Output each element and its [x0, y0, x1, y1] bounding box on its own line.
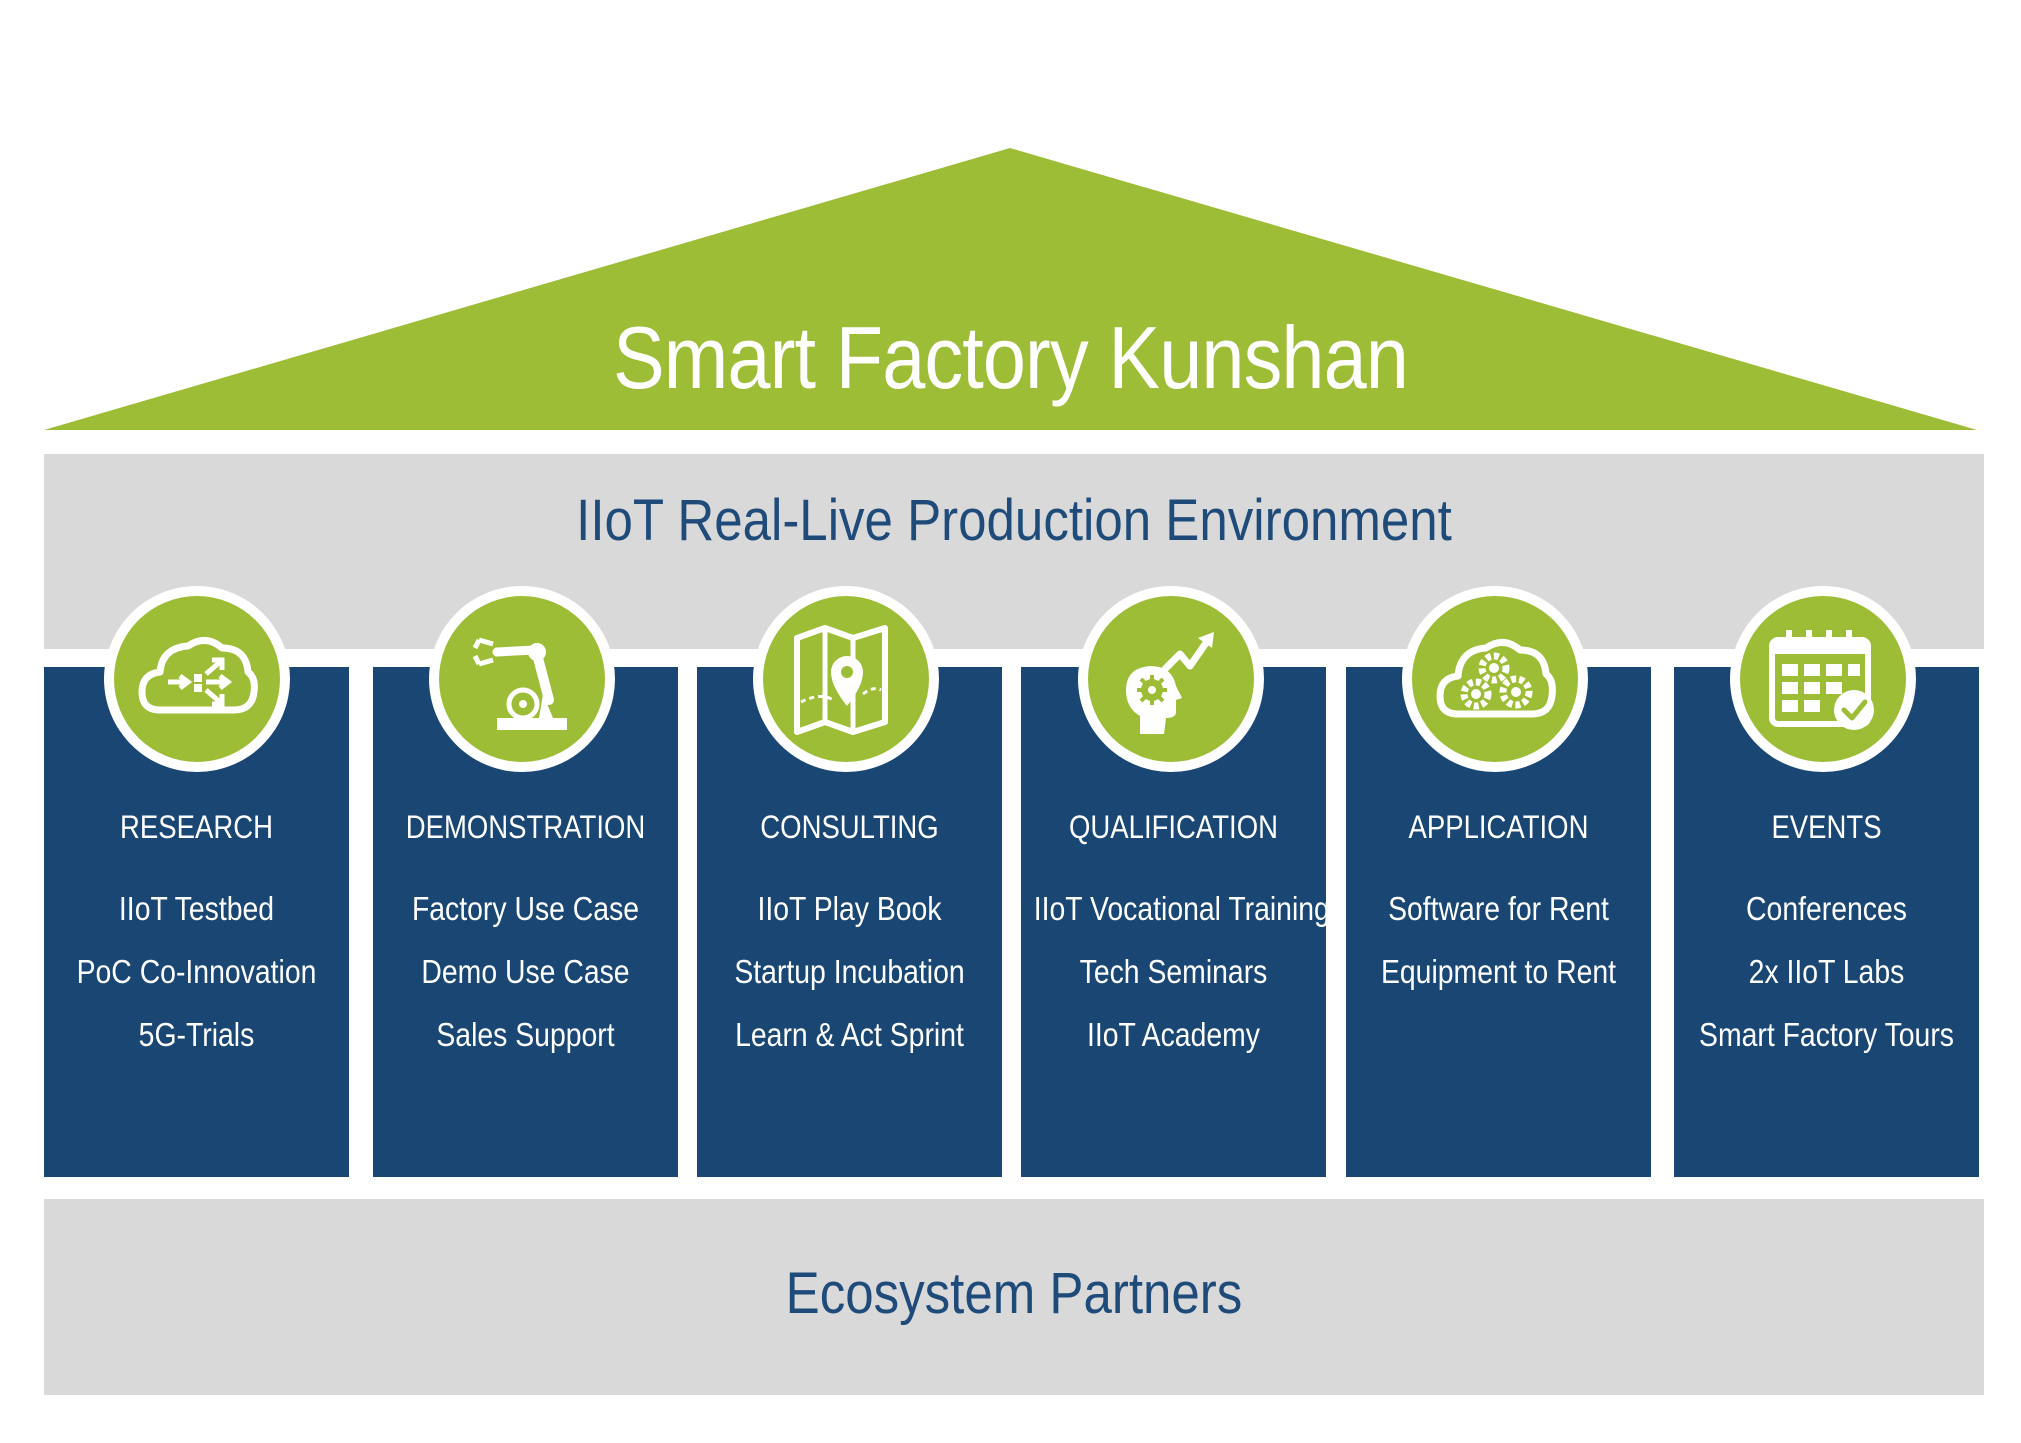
pillar-item: Demo Use Case — [421, 953, 630, 990]
robot-arm-icon — [472, 637, 567, 730]
pillar-demonstration: DEMONSTRATION Factory Use Case Demo Use … — [373, 667, 678, 1177]
cloud-arrows-icon — [138, 637, 258, 714]
pillar-title: APPLICATION — [1408, 809, 1589, 845]
pillar-title: DEMONSTRATION — [405, 809, 646, 845]
pillar-item: Software for Rent — [1388, 890, 1609, 927]
pillar-item: Tech Seminars — [1079, 953, 1268, 990]
consulting-medallion — [753, 586, 939, 772]
bottom-band-label: Ecosystem Partners — [785, 1261, 1243, 1326]
roof-triangle — [44, 148, 1977, 430]
top-band-label: IIoT Real-Live Production Environment — [576, 488, 1452, 553]
application-medallion — [1402, 586, 1588, 772]
pillar-title: QUALIFICATION — [1069, 809, 1278, 845]
pillar-item: Smart Factory Tours — [1699, 1016, 1954, 1053]
pillar-title: EVENTS — [1771, 809, 1882, 845]
pillar-title: RESEARCH — [120, 809, 273, 845]
pillar-item: PoC Co-Innovation — [76, 953, 317, 990]
pillar-item: IIoT Academy — [1086, 1016, 1260, 1053]
pillar-item: 5G-Trials — [138, 1016, 255, 1053]
pillar-title: CONSULTING — [760, 809, 939, 845]
pillar-item: Startup Incubation — [734, 953, 965, 990]
research-medallion — [104, 586, 290, 772]
roof — [44, 148, 1977, 430]
events-medallion — [1730, 586, 1916, 772]
qualification-medallion — [1078, 586, 1264, 772]
pillar-item: 2x IIoT Labs — [1748, 953, 1905, 990]
pillar-item: IIoT Vocational Training — [1033, 890, 1330, 927]
head-gear-growth-icon — [1126, 632, 1214, 734]
page-title: Smart Factory Kunshan — [613, 308, 1409, 407]
calendar-check-icon — [1769, 630, 1874, 730]
pillar-application: APPLICATION Software for Rent Equipment … — [1346, 667, 1651, 1177]
pillar-events: EVENTS Conferences 2x IIoT Labs Smart Fa… — [1674, 667, 1979, 1177]
top-band: IIoT Real-Live Production Environment — [44, 454, 1984, 649]
pillar-item: Conferences — [1746, 890, 1907, 927]
map-pin-icon — [794, 625, 888, 735]
pillar-item: IIoT Play Book — [757, 890, 942, 927]
cloud-gears-icon — [1436, 639, 1556, 718]
pillar-item: Factory Use Case — [411, 890, 640, 927]
bottom-band: Ecosystem Partners — [44, 1199, 1984, 1395]
demonstration-medallion — [429, 586, 615, 772]
pillar-item: Learn & Act Sprint — [735, 1016, 964, 1053]
pillar-item: Equipment to Rent — [1380, 953, 1617, 990]
pillar-item: Sales Support — [436, 1016, 615, 1053]
pillar-item: IIoT Testbed — [118, 890, 275, 927]
